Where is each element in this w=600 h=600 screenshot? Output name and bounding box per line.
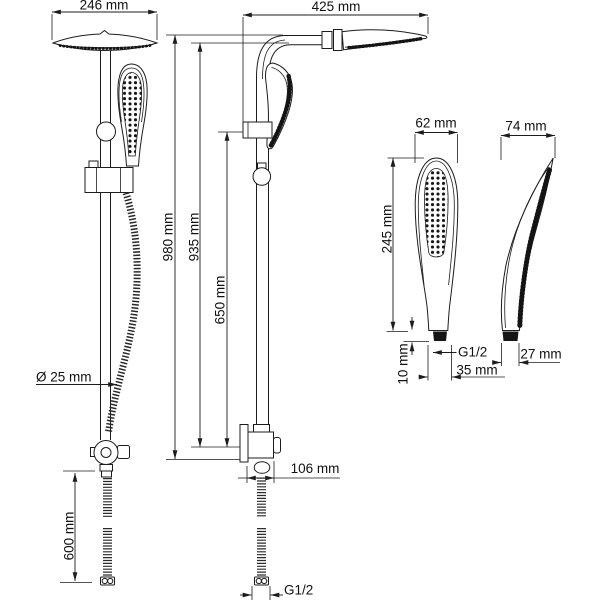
shower-rail <box>100 50 111 440</box>
dim-wall-projection: 106 mm <box>238 461 340 483</box>
hand-shower-front-view: 62 mm 245 mm 10 mm G1/2 <box>380 116 505 385</box>
dim-hand-depth: 74 mm <box>500 119 556 160</box>
dim-handle-depth: 27 mm <box>492 343 562 366</box>
diverter-knob-side <box>252 162 272 186</box>
overhead-shower-front <box>51 29 159 52</box>
dim-label-column-height: 935 mm <box>187 213 202 262</box>
dim-hand-length: 245 mm <box>380 157 424 332</box>
dim-total-height: 980 mm <box>161 34 283 460</box>
dim-label-wall-projection: 106 mm <box>291 461 340 476</box>
hand-shower-side-view: 74 mm 27 mm <box>492 119 562 366</box>
dim-label-lower-height: 650 mm <box>213 276 228 325</box>
dim-label-handle-depth: 27 mm <box>520 347 561 362</box>
shower-hose-coil <box>105 191 141 433</box>
dim-label-rail-diameter: Ø 25 mm <box>36 370 92 385</box>
supply-hose-side <box>254 477 269 586</box>
dim-arm-reach: 425 mm <box>242 0 429 122</box>
g12-nut-side <box>502 331 519 341</box>
spray-face-dots <box>121 72 143 157</box>
supply-hose-front <box>100 478 115 586</box>
dim-column-height: 935 mm <box>187 42 289 448</box>
diverter-knob-front <box>96 121 116 142</box>
dim-label-hand-width: 62 mm <box>415 116 456 131</box>
dim-label-hand-length: 245 mm <box>380 205 395 254</box>
dim-supply-hose-length: 600 mm <box>60 470 95 583</box>
g12-nut-front <box>433 331 447 341</box>
dim-label-overhead-width: 246 mm <box>80 0 129 13</box>
dim-rail-diameter: Ø 25 mm <box>36 370 118 387</box>
dim-overhead-width: 246 mm <box>51 0 158 40</box>
dim-label-hand-thread: G1/2 <box>458 345 487 360</box>
dim-hand-thread: G1/2 <box>432 345 487 360</box>
dim-handle-width: 35 mm <box>418 345 505 381</box>
slide-bracket-front <box>84 160 134 193</box>
dim-supply-thread: G1/2 <box>240 583 313 600</box>
dim-hand-width: 62 mm <box>414 116 458 163</box>
dim-label-supply-thread: G1/2 <box>284 583 313 598</box>
hand-shower-side-body <box>500 157 554 341</box>
slide-bracket-side <box>242 121 273 139</box>
dim-label-arm-reach: 425 mm <box>312 0 361 14</box>
dim-label-handle-width: 35 mm <box>456 363 497 378</box>
dim-label-nut-height: 10 mm <box>396 343 411 384</box>
wall-bracket <box>239 424 281 474</box>
overhead-shower-side <box>321 29 428 51</box>
side-view-assembly: 425 mm 980 mm 935 mm 650 mm <box>161 0 429 600</box>
dim-label-hand-depth: 74 mm <box>505 119 546 134</box>
dim-lower-height: 650 mm <box>213 131 243 448</box>
dim-label-total-height: 980 mm <box>161 213 176 262</box>
diverter-valve-front <box>90 440 130 478</box>
hand-shower-on-rail <box>117 63 148 167</box>
dim-nut-height: 10 mm <box>396 317 429 385</box>
hand-shower-front-body <box>414 157 459 341</box>
front-view-assembly: 246 mm 600 mm <box>36 0 159 586</box>
dim-label-supply-hose-length: 600 mm <box>62 512 77 561</box>
spray-face-dots-front <box>424 168 449 258</box>
